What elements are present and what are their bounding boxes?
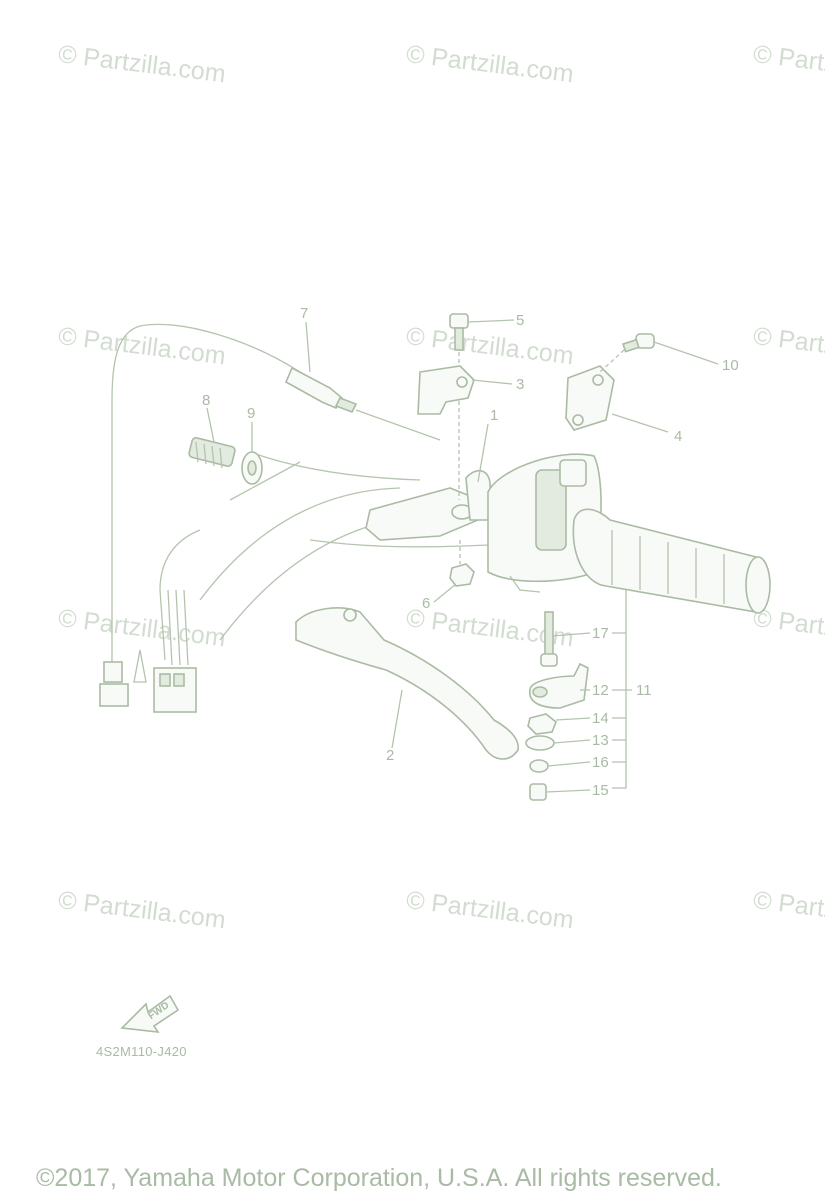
washer-13-part — [525, 735, 555, 751]
bar-line — [309, 539, 491, 548]
wire-strands — [159, 589, 189, 666]
callout-7: 7 — [300, 305, 308, 322]
screw-part — [599, 333, 655, 373]
callout-10: 10 — [722, 357, 739, 374]
callout-16: 16 — [592, 754, 609, 771]
holder-part — [417, 365, 475, 415]
callout-12: 12 — [592, 682, 609, 699]
callout-9: 9 — [247, 405, 255, 422]
callout-8: 8 — [202, 392, 210, 409]
callout-14: 14 — [592, 710, 609, 727]
hot-start-lever-part — [529, 662, 589, 709]
callout-11: 11 — [636, 682, 652, 699]
callout-3: 3 — [516, 376, 524, 393]
leader-lines — [206, 319, 719, 793]
callout-1: 1 — [490, 407, 498, 424]
copyright-footer: ©2017, Yamaha Motor Corporation, U.S.A. … — [36, 1164, 722, 1192]
bracket-part — [565, 365, 615, 431]
single-connector — [99, 683, 129, 707]
handlebar-grip-part — [572, 508, 771, 614]
adjuster-part — [188, 437, 236, 469]
nut-part — [449, 563, 475, 587]
clutch-switch-part — [284, 366, 441, 441]
connector-pin — [159, 673, 171, 687]
lever-holder-part — [365, 469, 491, 541]
callout-17: 17 — [592, 625, 609, 642]
wire-tip — [103, 661, 123, 683]
wire-harness — [111, 323, 301, 670]
connector-pin — [173, 673, 185, 687]
diagram-code: 4S2M110-J420 — [96, 1044, 187, 1059]
throttle-housing-part — [487, 453, 602, 593]
nut-14-part — [527, 713, 557, 735]
callout-13: 13 — [592, 732, 609, 749]
handlebar-outline — [199, 451, 431, 641]
bolt-part — [449, 313, 469, 500]
callout-6: 6 — [422, 595, 430, 612]
screw-15-part — [529, 783, 547, 801]
pivot-bolt-part — [540, 611, 558, 667]
callout-2: 2 — [386, 747, 394, 764]
wire-bundle — [159, 529, 201, 591]
wire-clip — [133, 649, 147, 683]
callout-15: 15 — [592, 782, 609, 799]
clutch-lever-part — [295, 607, 519, 760]
callout-4: 4 — [674, 428, 682, 445]
locknut-part — [241, 451, 263, 485]
fwd-arrow-icon: FWD — [120, 994, 180, 1033]
callout-5: 5 — [516, 312, 524, 329]
lever-pivot — [343, 608, 357, 622]
spring-16-part — [529, 759, 549, 773]
